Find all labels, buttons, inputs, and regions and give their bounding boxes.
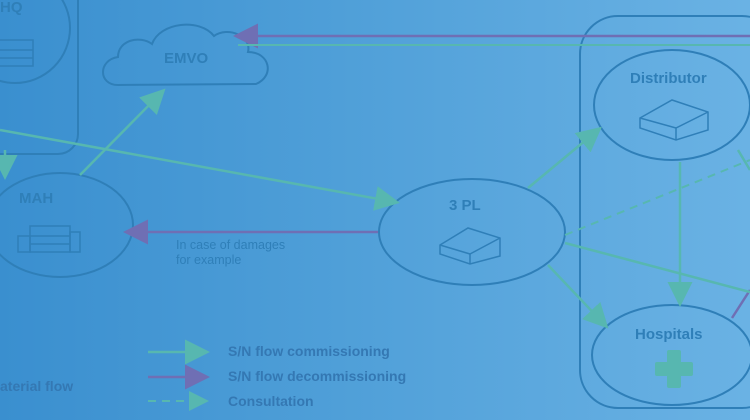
consultation-line-3pl: [564, 159, 750, 236]
mah-label: MAH: [19, 190, 54, 207]
decommission-arrow-hospitals: [730, 289, 750, 319]
damage-annotation-line1: In case of damages: [176, 238, 286, 252]
commission-arrow-distributor-right: [736, 149, 750, 171]
three-pl-label: 3 PL: [449, 197, 481, 214]
warehouse-icon-3pl: [439, 227, 501, 265]
hq-building-icon: [0, 39, 34, 67]
legend-commissioning-label: S/N flow commissioning: [228, 343, 390, 359]
legend-material-flow: aterial flow: [0, 378, 74, 394]
commission-arrow-3pl-hospitals: [547, 264, 609, 329]
hq-label: HQ: [0, 0, 23, 16]
warehouse-icon-distributor: [639, 99, 709, 141]
commission-arrow-3pl-right: [564, 241, 750, 294]
damage-annotation-line2: for example: [176, 253, 242, 267]
distributor-label: Distributor: [630, 70, 707, 87]
emvo-cloud[interactable]: [102, 23, 269, 87]
mah-node[interactable]: [0, 172, 134, 278]
commission-arrow-mah-emvo: [79, 88, 166, 176]
three-pl-node[interactable]: [378, 178, 566, 286]
commission-arrow-hq-3pl: [0, 128, 400, 211]
legend-consultation-label: Consultation: [228, 393, 314, 409]
damage-annotation: In case of damages for example: [176, 238, 285, 268]
commission-arrow-3pl-distributor: [527, 126, 602, 189]
distributor-node[interactable]: [593, 49, 750, 161]
mah-building-icon: [17, 225, 81, 253]
medical-cross-icon: [655, 350, 693, 388]
legend-decommissioning-label: S/N flow decommissioning: [228, 368, 407, 384]
emvo-label: EMVO: [164, 50, 209, 67]
hq-node[interactable]: [0, 0, 71, 84]
hospitals-label: Hospitals: [635, 326, 703, 343]
hq-region: [0, 0, 79, 155]
supply-chain-region: [579, 15, 750, 409]
